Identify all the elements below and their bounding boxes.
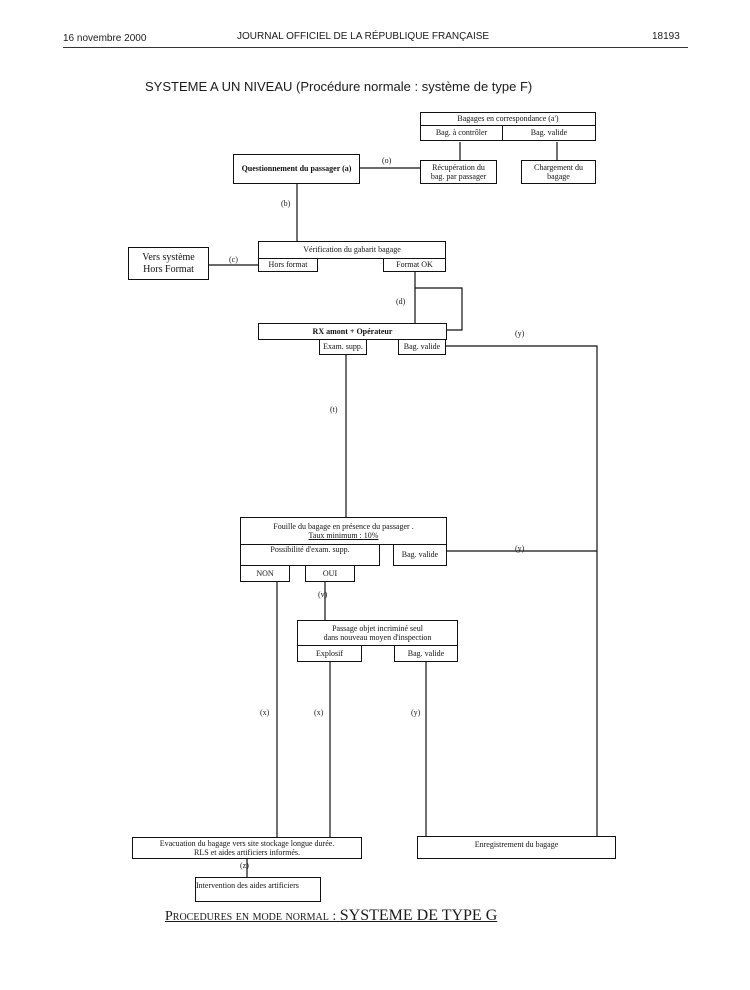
label-t: (t) xyxy=(330,405,338,414)
verification-gabarit-box: Vérification du gabarit bagage xyxy=(258,241,446,259)
fouille-bagage-box: Fouille du bagage en présence du passage… xyxy=(240,517,447,545)
bag-valide-rx-box: Bag. valide xyxy=(398,339,446,355)
bag-a-controler-box: Bag. à contrôler xyxy=(420,125,503,141)
oui-box: OUI xyxy=(305,565,355,582)
label-y-rx: (y) xyxy=(515,329,525,338)
header-date: 16 novembre 2000 xyxy=(63,33,147,44)
fouille-line-1: Fouille du bagage en présence du passage… xyxy=(273,521,414,531)
bag-valide-top-box: Bag. valide xyxy=(502,125,596,141)
recuperation-line-1: Récupération du xyxy=(432,162,485,172)
format-ok-box: Format OK xyxy=(383,258,446,272)
label-d: (d) xyxy=(396,297,406,306)
section-heading: Procedures en mode normal : SYSTEME DE T… xyxy=(165,907,497,925)
fouille-line-2: Taux minimum : 10% xyxy=(308,531,379,540)
bag-valide-fouille-box: Bag. valide xyxy=(393,544,447,566)
header-rule xyxy=(63,47,688,48)
bagages-correspondance-box: Bagages en correspondance (a') xyxy=(420,112,596,126)
chargement-line-2: bagage xyxy=(547,172,570,181)
exam-supp-box: Exam. supp. xyxy=(319,339,367,355)
bag-valide-passage-box: Bag. valide xyxy=(394,645,458,662)
label-o: (o) xyxy=(382,156,392,165)
page-title: SYSTEME A UN NIVEAU (Procédure normale :… xyxy=(145,79,533,94)
non-box: NON xyxy=(240,565,290,582)
label-x-explosif: (x) xyxy=(314,708,324,717)
evacuation-line-1: Evacuation du bagage vers site stockage … xyxy=(159,838,335,848)
label-z: (z) xyxy=(240,861,249,870)
vers-systeme-line-2: Hors Format xyxy=(143,263,194,275)
chargement-line-1: Chargement du xyxy=(534,162,583,172)
label-b: (b) xyxy=(281,199,291,208)
label-c: (c) xyxy=(229,255,238,264)
enregistrement-bagage-box: Enregistrement du bagage xyxy=(417,836,616,859)
hors-format-box: Hors format xyxy=(258,258,318,272)
passage-line-1: Passage objet incriminé seul xyxy=(332,623,423,633)
recuperation-line-2: bag. par passager xyxy=(430,172,487,181)
label-x-non: (x) xyxy=(260,708,270,717)
vers-systeme-line-1: Vers système xyxy=(142,252,195,263)
label-y-passage: (y) xyxy=(411,708,421,717)
evacuation-line-2: RLS et aides artificiers informés. xyxy=(194,848,300,857)
header-page-number: 18193 xyxy=(652,31,680,42)
intervention-artificiers-box: Intervention des aides artificiers xyxy=(195,877,321,902)
recuperation-bagage-box: Récupération du bag. par passager xyxy=(420,160,497,184)
section-heading-suffix: SYSTEME DE TYPE G xyxy=(339,907,498,924)
vers-systeme-hors-format-box: Vers système Hors Format xyxy=(128,247,209,280)
rx-amont-operateur-box: RX amont + Opérateur xyxy=(258,323,447,340)
section-heading-prefix: Procedures en mode normal : xyxy=(165,909,340,924)
evacuation-bagage-box: Evacuation du bagage vers site stockage … xyxy=(132,837,362,859)
questionnement-passager-box: Questionnement du passager (a) xyxy=(233,154,360,184)
label-v: (v) xyxy=(318,590,328,599)
passage-line-2: dans nouveau moyen d'inspection xyxy=(323,633,432,642)
header-journal: JOURNAL OFFICIEL DE LA RÉPUBLIQUE FRANÇA… xyxy=(237,31,490,42)
explosif-box: Explosif xyxy=(297,645,362,662)
chargement-bagage-box: Chargement du bagage xyxy=(521,160,596,184)
label-y-fouille: (y) xyxy=(515,544,525,553)
possibilite-exam-box: Possibilité d'exam. supp. xyxy=(240,544,380,566)
passage-objet-box: Passage objet incriminé seul dans nouvea… xyxy=(297,620,458,646)
